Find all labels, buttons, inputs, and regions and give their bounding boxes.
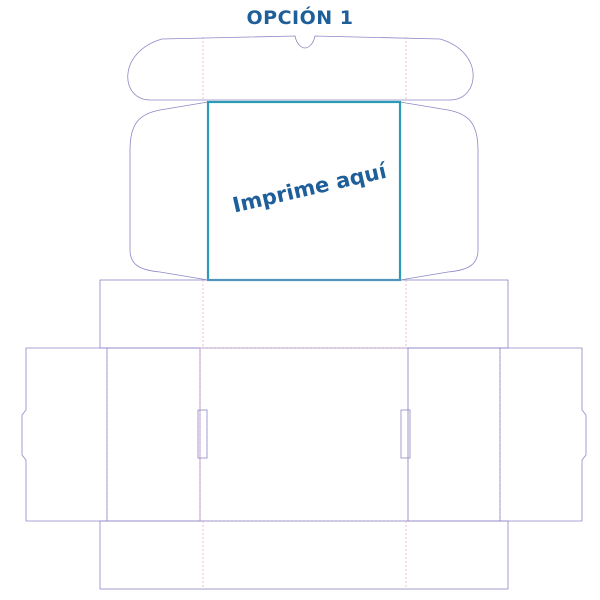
- left-side-wall: [106, 347, 201, 522]
- right-side-flap: [500, 347, 587, 522]
- base-panel: [199, 347, 409, 522]
- right-lock-slot: [400, 409, 411, 459]
- tuck-flap: [127, 35, 474, 101]
- back-panel: [99, 279, 509, 349]
- option-title: OPCIÓN 1: [246, 7, 354, 29]
- left-side-flap: [21, 347, 107, 522]
- front-panel: [99, 520, 509, 590]
- right-side-wall: [407, 347, 501, 522]
- left-lock-slot: [197, 409, 208, 459]
- print-area-label: Imprime aquí: [230, 158, 390, 217]
